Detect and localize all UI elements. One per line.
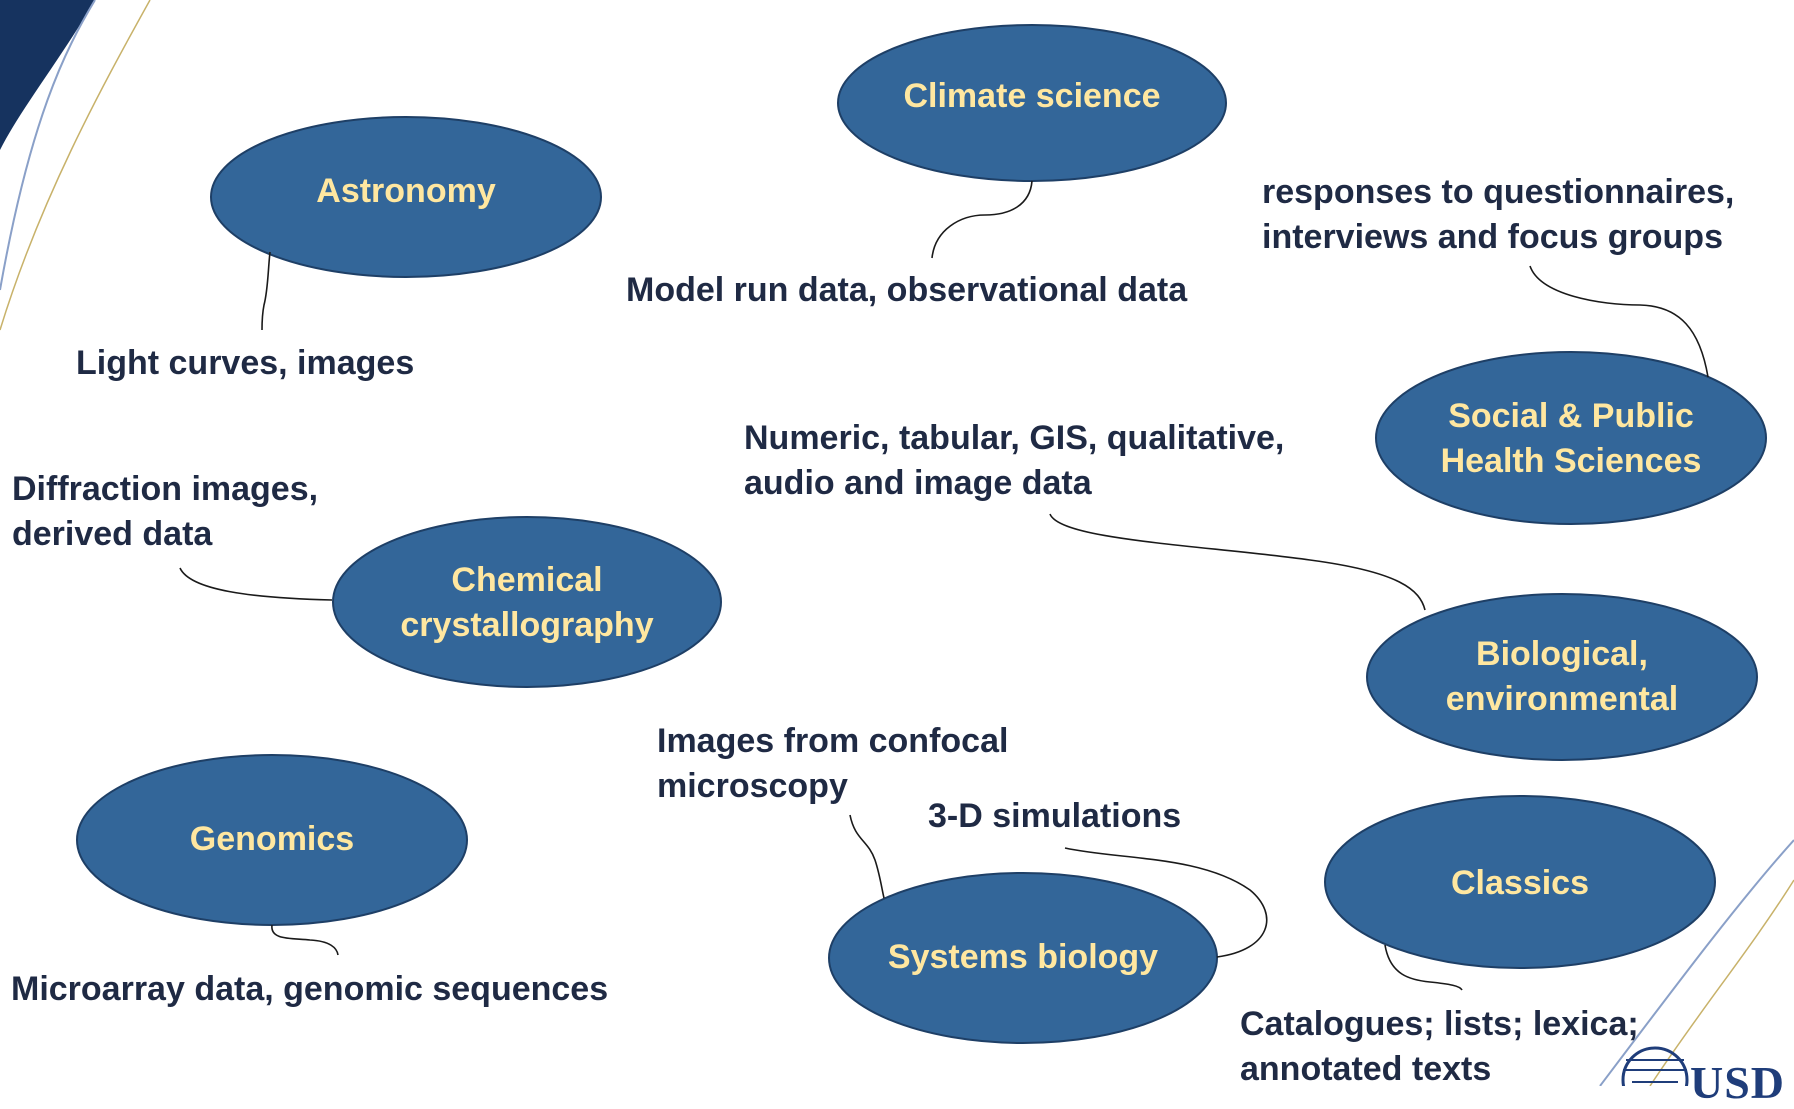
ellipse-social-health — [1375, 351, 1767, 525]
corner-swoosh-line2-bottom-right — [1649, 879, 1794, 1086]
logo-text: USD — [1690, 1057, 1786, 1108]
ellipse-label-biological-line-2: environmental — [1445, 680, 1679, 718]
annotation-biological-line-2: audio and image data — [744, 464, 1092, 502]
annotation-biological: Numeric, tabular, GIS, qualitative, audi… — [744, 416, 1284, 506]
annotation-social: responses to questionnaires, interviews … — [1262, 170, 1734, 260]
ellipse-label-biological: Biological, environmental — [1367, 632, 1757, 722]
ellipse-classics — [1324, 795, 1716, 969]
annotation-chemical: Diffraction images, derived data — [12, 467, 318, 557]
ellipse-label-genomics: Genomics — [189, 820, 355, 858]
connector-astronomy — [261, 251, 271, 331]
annotation-chemical-line-2: derived data — [12, 515, 213, 553]
annotation-chemical-line-1: Diffraction images, — [12, 470, 319, 508]
ellipse-label-biological-line-1: Biological, — [1476, 635, 1648, 673]
corner-swoosh-line-bottom-right — [1599, 839, 1794, 1086]
annotation-climate: Model run data, observational data — [626, 271, 1188, 309]
corner-swoosh-line2-top-left — [0, 0, 151, 331]
annotation-genomics: Microarray data, genomic sequences — [11, 970, 609, 1008]
connector-climate — [931, 180, 1033, 259]
ellipse-astronomy — [210, 116, 602, 278]
annotation-classics-line-2: annotated texts — [1240, 1050, 1492, 1088]
ellipse-label-climate-science: Climate science — [903, 77, 1161, 115]
connector-genomics — [271, 924, 339, 956]
ellipse-label-social-line-1: Social & Public — [1448, 397, 1694, 435]
ellipse-chemical-crystallography — [332, 516, 722, 688]
corner-swoosh-line-top-left — [0, 0, 96, 291]
ellipse-systems-biology — [828, 872, 1218, 1044]
globe-logo-icon — [1621, 1046, 1689, 1086]
ellipse-label-chemical: Chemical crystallography — [333, 558, 721, 648]
connector-chemical — [179, 567, 333, 601]
connector-systems-confocal — [849, 814, 885, 899]
ellipse-label-social-line-2: Health Sciences — [1440, 442, 1702, 480]
annotation-systems-simulations: 3-D simulations — [928, 797, 1182, 835]
diagram-shapes — [0, 0, 1794, 1086]
ellipse-biological-environmental — [1366, 593, 1758, 761]
annotation-systems-confocal-line-1: Images from confocal — [657, 722, 1009, 760]
annotation-classics: Catalogues; lists; lexica; annotated tex… — [1240, 1002, 1639, 1092]
ellipse-label-chemical-line-2: crystallography — [400, 606, 654, 644]
annotation-systems-confocal-line-2: microscopy — [657, 767, 848, 805]
connector-classics — [1384, 944, 1463, 991]
connector-biological — [1049, 513, 1426, 611]
annotation-biological-line-1: Numeric, tabular, GIS, qualitative, — [744, 419, 1285, 457]
annotation-astronomy: Light curves, images — [76, 344, 415, 382]
ellipse-label-classics: Classics — [1451, 864, 1589, 902]
ellipse-label-social-health: Social & Public Health Sciences — [1376, 394, 1766, 484]
ellipse-label-astronomy: Astronomy — [316, 172, 496, 210]
annotation-social-line-1: responses to questionnaires, — [1262, 173, 1735, 211]
ellipse-label-systems-biology: Systems biology — [887, 938, 1159, 976]
ellipse-label-chemical-line-1: Chemical — [451, 561, 603, 599]
annotation-systems-confocal: Images from confocal microscopy — [657, 719, 1008, 809]
corner-swoosh-top-left — [0, 0, 95, 150]
connector-social — [1529, 265, 1709, 378]
annotation-social-line-2: interviews and focus groups — [1262, 218, 1723, 256]
connector-systems-sim — [1064, 847, 1268, 958]
annotation-classics-line-1: Catalogues; lists; lexica; — [1240, 1005, 1639, 1043]
